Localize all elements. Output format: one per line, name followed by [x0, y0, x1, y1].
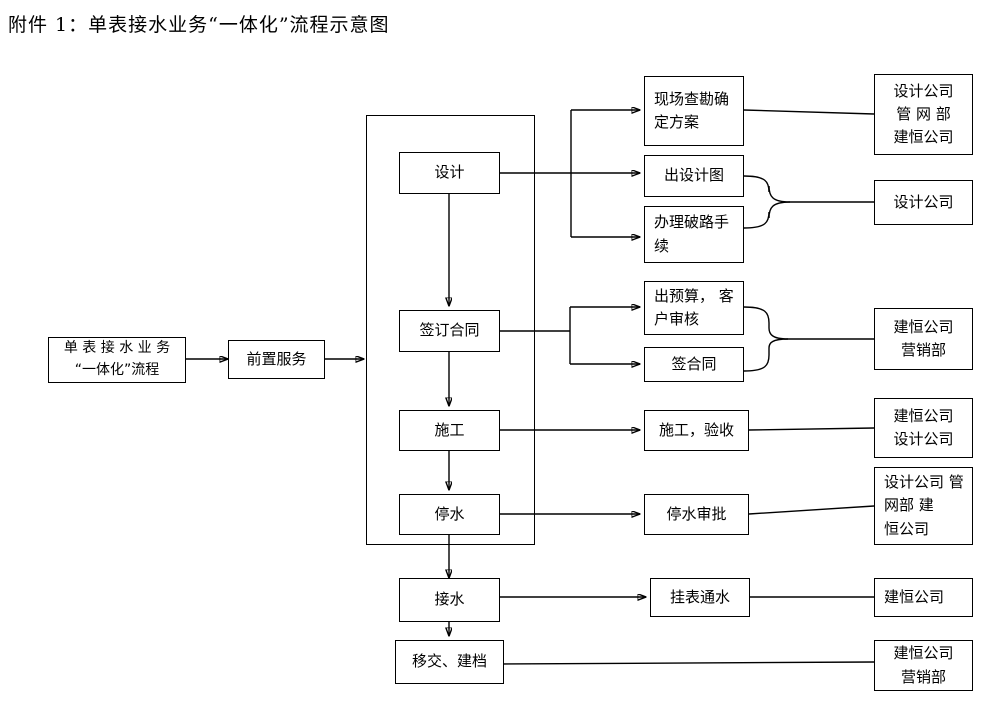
node-stop-approval-label: 停水审批 [666, 504, 727, 523]
node-water-connect-label: 接水 [434, 590, 465, 609]
node-build-accept-label: 施工，验收 [658, 420, 734, 439]
node-road-permit-line2: 续 [654, 236, 670, 255]
node-construction[interactable]: 施工 [399, 410, 500, 451]
node-design-drawing-label: 出设计图 [663, 166, 724, 185]
node-pre-service[interactable]: 前置服务 [228, 340, 325, 379]
owner-line2: 营销部 [900, 341, 946, 359]
node-design-label: 设计 [434, 163, 465, 182]
node-handover-label: 移交、建档 [411, 652, 487, 671]
owner-jianheng-marketing-2[interactable]: 建恒公司 营销部 [874, 640, 973, 691]
owner-line2: 营销部 [900, 667, 946, 686]
owner-line3: 建恒公司 [893, 128, 954, 147]
owner-line2: 网部 建 [884, 496, 934, 515]
node-meter-water[interactable]: 挂表通水 [650, 578, 750, 617]
node-design[interactable]: 设计 [399, 152, 500, 194]
node-water-connect[interactable]: 接水 [399, 578, 500, 622]
owner-line1: 设计公司 [893, 192, 954, 211]
node-contract-label: 签订合同 [419, 321, 480, 340]
owner-line1: 建恒公司 [893, 406, 954, 425]
owner-design-pipe-jianheng-2[interactable]: 设计公司 管 网部 建 恒公司 [874, 467, 973, 545]
node-budget-review-line1: 出预算， 客 [654, 286, 734, 305]
owner-line1: 建恒公司 [893, 644, 954, 663]
node-construction-label: 施工 [434, 420, 465, 439]
node-road-permit-line1: 办理破路手 [654, 213, 730, 232]
owner-line1: 建恒公司 [884, 587, 945, 606]
node-design-drawing[interactable]: 出设计图 [644, 155, 744, 197]
page-title: 附件 1：单表接水业务“一体化”流程示意图 [8, 14, 390, 36]
node-road-permit[interactable]: 办理破路手 续 [644, 206, 744, 263]
owner-line1: 建恒公司 [893, 317, 954, 336]
owner-design-company[interactable]: 设计公司 [874, 180, 973, 225]
owner-line1: 设计公司 管 [884, 473, 964, 492]
node-stop-approval[interactable]: 停水审批 [644, 494, 749, 535]
owner-jianheng-design[interactable]: 建恒公司 设计公司 [874, 398, 973, 458]
node-water-stop[interactable]: 停水 [399, 494, 500, 535]
node-survey-plan-line1: 现场查勘确 [654, 89, 730, 108]
node-start[interactable]: 单 表 接 水 业 务 “一体化”流程 [48, 337, 186, 383]
owner-jianheng-marketing-1[interactable]: 建恒公司 营销部 [874, 308, 973, 370]
node-build-accept[interactable]: 施工，验收 [644, 410, 749, 451]
node-budget-review-line2: 户审核 [654, 310, 700, 328]
owner-line2: 设计公司 [893, 430, 954, 448]
node-pre-service-label: 前置服务 [246, 349, 307, 368]
node-sign-contract[interactable]: 签合同 [644, 347, 744, 382]
node-survey-plan-line2: 定方案 [654, 113, 700, 131]
node-sign-contract-label: 签合同 [671, 354, 717, 373]
node-handover[interactable]: 移交、建档 [395, 640, 504, 684]
owner-jianheng[interactable]: 建恒公司 [874, 578, 973, 617]
node-meter-water-label: 挂表通水 [669, 587, 730, 606]
node-contract[interactable]: 签订合同 [399, 310, 500, 352]
owner-design-pipe-jianheng[interactable]: 设计公司 管 网 部 建恒公司 [874, 74, 973, 155]
owner-line1: 设计公司 [893, 81, 954, 100]
node-start-line1: 单 表 接 水 业 务 [63, 340, 171, 357]
node-survey-plan[interactable]: 现场查勘确 定方案 [644, 76, 744, 146]
main-stage-group-box [366, 115, 535, 545]
node-water-stop-label: 停水 [434, 504, 465, 523]
node-start-line2: “一体化”流程 [74, 362, 160, 378]
owner-line2: 管 网 部 [896, 104, 951, 123]
node-budget-review[interactable]: 出预算， 客 户审核 [644, 281, 744, 335]
owner-line3: 恒公司 [884, 519, 930, 538]
